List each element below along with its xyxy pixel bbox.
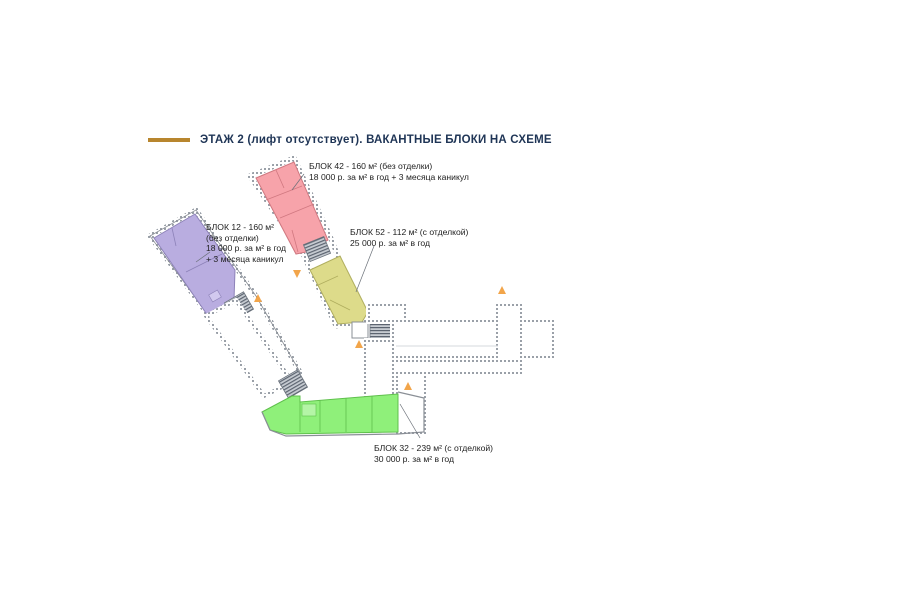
block-12-price: 18 000 р. за м² в год (206, 243, 286, 254)
block-32-outline (261, 391, 425, 437)
stairs-bottom-left (277, 369, 309, 399)
block-52-area (309, 255, 369, 325)
leader-line-32 (399, 403, 421, 439)
accent-bar (148, 138, 190, 142)
block-32-title: БЛОК 32 - 239 м² (с отделкой) (374, 443, 494, 453)
right-wing-upper (366, 302, 554, 372)
leader-line-52 (355, 245, 375, 293)
entrance-marker (498, 286, 506, 294)
leader-line-42 (291, 173, 305, 191)
entrance-marker (355, 340, 363, 348)
block-52-price: 25 000 р. за м² в год (350, 237, 430, 248)
block-12-area (153, 213, 236, 317)
entrance-marker (254, 294, 262, 302)
block-32-price: 30 000 р. за м² в год (374, 453, 454, 464)
block-42-price: 18 000 р. за м² в год + 3 месяца каникул (309, 171, 469, 182)
block-32-area (261, 393, 399, 435)
block-12-holiday: + 3 месяца каникул (206, 253, 284, 264)
block-52-label: БЛОК 52 - 112 м² (с отделкой) 25 000 р. … (350, 227, 468, 248)
block-12-title: БЛОК 12 - 160 м² (206, 222, 275, 232)
block-42-title: БЛОК 42 - 160 м² (без отделки) (309, 161, 433, 171)
block-12-label: БЛОК 12 - 160 м² (без отделки) 18 000 р.… (206, 222, 286, 264)
leader-line-12 (195, 251, 211, 263)
block-32-label: БЛОК 32 - 239 м² (с отделкой) 30 000 р. … (374, 443, 493, 464)
block-52-title: БЛОК 52 - 112 м² (с отделкой) (350, 227, 469, 237)
block-12-finish: (без отделки) (206, 232, 259, 243)
entrance-marker (293, 270, 301, 278)
heading: ЭТАЖ 2 (лифт отсутствует). ВАКАНТНЫЕ БЛО… (148, 134, 552, 146)
stairs-center (302, 236, 332, 262)
block-42-label: БЛОК 42 - 160 м² (без отделки) 18 000 р.… (309, 161, 469, 182)
entrance-marker (404, 382, 412, 390)
heading-title: ЭТАЖ 2 (лифт отсутствует). ВАКАНТНЫЕ БЛО… (200, 134, 552, 146)
node-room (351, 321, 369, 339)
